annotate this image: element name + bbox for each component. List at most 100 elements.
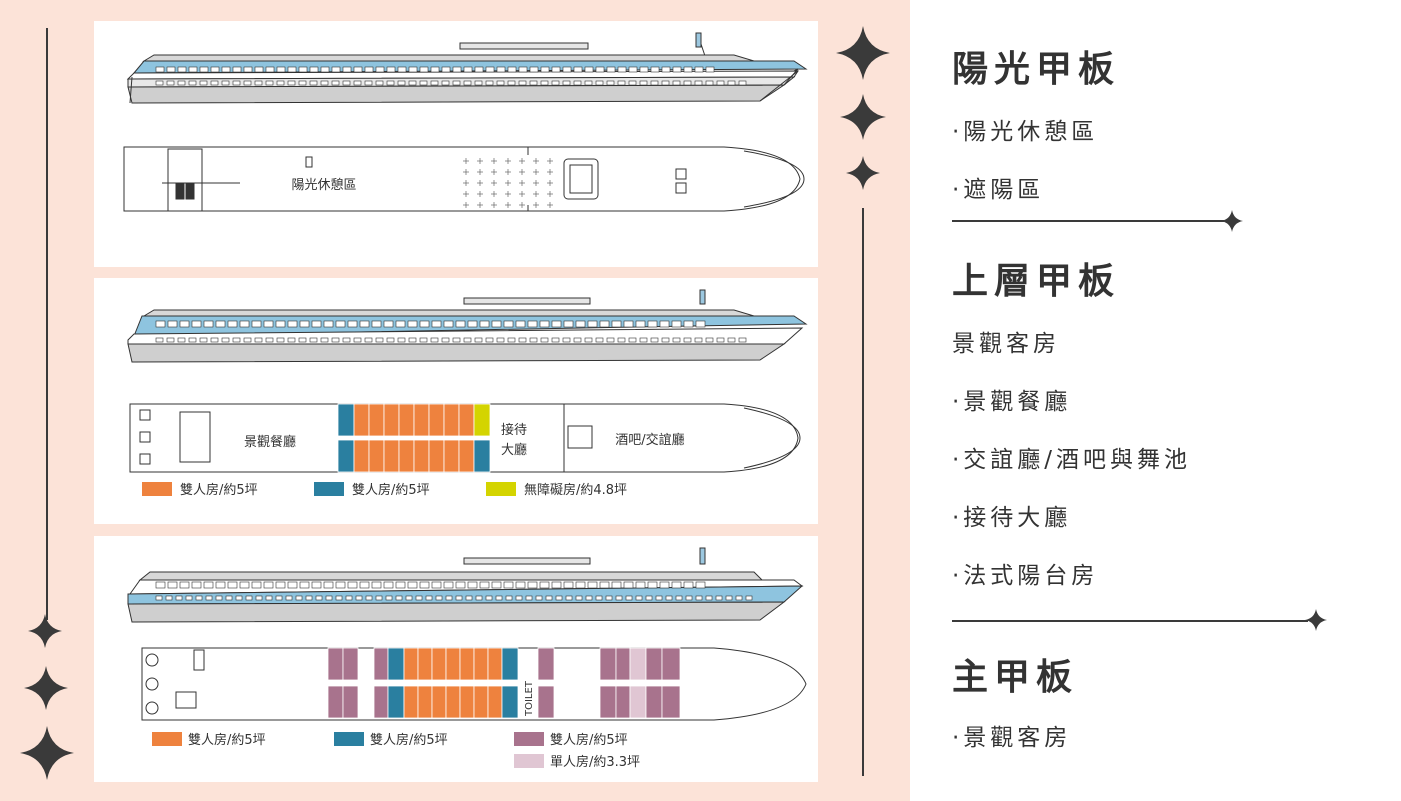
upper-deck-plan — [129, 403, 801, 473]
sparkle-icon — [840, 94, 886, 140]
ship-window — [635, 320, 646, 328]
ship-window — [518, 80, 527, 86]
ship-window — [672, 80, 681, 86]
ship-window — [540, 80, 549, 86]
ship-window — [735, 595, 743, 601]
ship-window — [265, 337, 274, 343]
ship-window — [430, 66, 440, 73]
cabin-blue — [501, 647, 519, 681]
ship-window — [562, 66, 572, 73]
ship-window — [445, 595, 453, 601]
ship-window — [587, 320, 598, 328]
upper-deck-panel: 景觀餐廳 接待 大廳 酒吧/交誼廳 雙人房/約5坪 雙人房/約5坪 無障礙房/約… — [94, 278, 818, 524]
sun-deck-panel: 陽光休憩區 — [94, 21, 818, 267]
legend-swatch-orange — [142, 482, 172, 496]
cabin-orange — [443, 439, 460, 473]
ship-window — [705, 337, 714, 343]
ship-window — [175, 595, 183, 601]
mid-vertical-line — [862, 208, 864, 776]
ship-window — [615, 595, 623, 601]
ship-window — [551, 581, 562, 589]
ship-window — [395, 595, 403, 601]
ship-window — [463, 80, 472, 86]
ship-window — [441, 80, 450, 86]
cabin-orange — [431, 647, 447, 681]
ship-window — [562, 80, 571, 86]
ship-window — [599, 581, 610, 589]
ship-window — [655, 595, 663, 601]
ship-window — [683, 66, 693, 73]
ship-window — [199, 66, 209, 73]
ship-window — [195, 595, 203, 601]
ship-window — [625, 595, 633, 601]
ship-window — [565, 595, 573, 601]
ship-window — [611, 581, 622, 589]
ship-window — [210, 66, 220, 73]
ship-window — [715, 595, 723, 601]
ship-window — [551, 337, 560, 343]
ship-window — [595, 66, 605, 73]
ship-window — [661, 80, 670, 86]
ship-window — [661, 66, 671, 73]
ship-window — [455, 595, 463, 601]
ship-window — [623, 320, 634, 328]
ship-window — [485, 80, 494, 86]
sparkle-icon — [20, 726, 74, 780]
ship-window — [335, 581, 346, 589]
ship-window — [727, 337, 736, 343]
ship-window — [599, 320, 610, 328]
cabin-blue — [387, 647, 405, 681]
ship-window — [155, 66, 165, 73]
cabin-mauve — [645, 647, 663, 681]
ship-window — [331, 80, 340, 86]
sparkle-icon — [24, 666, 68, 710]
ship-window — [245, 595, 253, 601]
cabin-mauve — [342, 685, 359, 719]
ship-window — [584, 80, 593, 86]
upper-deck-diagram: 景觀餐廳 接待 大廳 酒吧/交誼廳 雙人房/約5坪 雙人房/約5坪 無障礙房/約… — [127, 289, 808, 498]
ship-window — [232, 66, 242, 73]
cabin-mauve — [373, 685, 389, 719]
ship-window — [419, 320, 430, 328]
ship-window — [276, 80, 285, 86]
ship-window — [705, 66, 715, 73]
ship-window — [167, 581, 178, 589]
ship-window — [305, 595, 313, 601]
ship-window — [385, 595, 393, 601]
plan-label-restaurant: 景觀餐廳 — [244, 434, 296, 450]
ship-window — [375, 80, 384, 86]
ship-window — [555, 595, 563, 601]
ship-window — [527, 320, 538, 328]
ship-window — [452, 337, 461, 343]
cabin-orange — [413, 439, 430, 473]
ship-window — [623, 581, 634, 589]
legend-swatch-light-pink — [514, 754, 544, 768]
ship-window — [232, 80, 241, 86]
ship-window — [738, 337, 747, 343]
ship-window — [474, 337, 483, 343]
legend-swatch-orange — [152, 732, 182, 746]
ship-window — [606, 66, 616, 73]
ship-window — [275, 595, 283, 601]
ship-window — [430, 80, 439, 86]
ship-window — [529, 80, 538, 86]
ship-window — [611, 320, 622, 328]
ship-window — [659, 320, 670, 328]
ship-window — [529, 337, 538, 343]
section-item: ·接待大廳 — [952, 505, 1072, 531]
ship-window — [585, 595, 593, 601]
ship-window — [255, 595, 263, 601]
ship-window — [628, 80, 637, 86]
ship-window — [353, 66, 363, 73]
cabin-orange — [473, 647, 489, 681]
cabin-orange — [445, 685, 461, 719]
legend-label-orange: 雙人房/約5坪 — [188, 732, 266, 748]
ship-window — [179, 581, 190, 589]
ship-window — [239, 581, 250, 589]
sparkle-icon — [846, 156, 880, 190]
cabin-single — [629, 685, 647, 719]
cabin-orange — [473, 685, 489, 719]
cabin-mauve — [537, 685, 555, 719]
ship-window — [254, 337, 263, 343]
ship-window — [573, 337, 582, 343]
